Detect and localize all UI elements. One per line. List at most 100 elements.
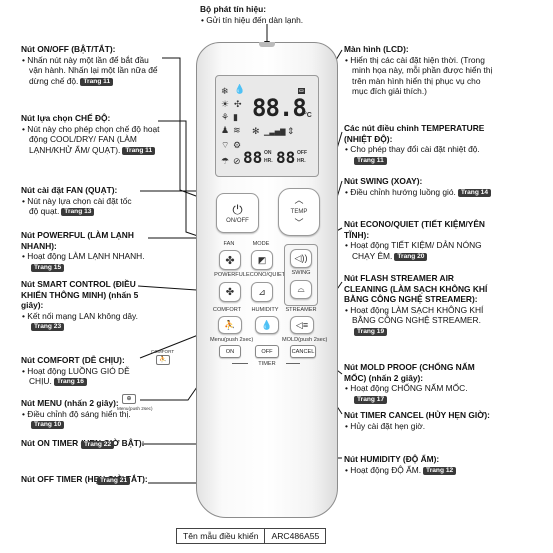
econo-label: ECONO/QUIET — [246, 272, 286, 278]
temp-title: Các nút điều chỉnh TEMPERATURE (NHIỆT ĐỘ… — [344, 123, 485, 144]
menu-label: Menu(push 2sec) — [210, 337, 254, 343]
snowflake-icon: ❄ — [221, 86, 229, 96]
ontimer-page-badge: Trang 22 — [81, 440, 115, 449]
fan-label: FAN — [223, 241, 235, 247]
lcd-battery-icon: ▭ — [298, 88, 305, 94]
model-value: ARC486A55 — [264, 528, 327, 544]
econo-quiet-button[interactable]: ⊿ — [251, 282, 273, 302]
callout-menu: Nút MENU (nhấn 2 giây): Điều chỉnh độ sá… — [21, 398, 141, 430]
callout-timer-cancel: Nút TIMER CANCEL (HỦY HẸN GIỜ): Hủy cài … — [344, 410, 494, 431]
sun-icon: ☀ — [221, 99, 230, 109]
streamer-title: Nút FLASH STREAMER AIR CLEANING (LÀM SẠC… — [344, 273, 488, 305]
powerful-page-badge: Trang 15 — [31, 263, 65, 272]
menu-small-label: Menu(push 2sec) — [117, 406, 153, 411]
powerful-label: POWERFUL — [214, 272, 246, 278]
humidity-button[interactable]: 💧 — [255, 316, 279, 334]
temp-button[interactable]: ︿ TEMP ﹀ — [278, 188, 320, 236]
streamer-page-badge: Trang 19 — [354, 327, 388, 336]
fan-desc: Nút này lựa chọn cài đặt tốc độ quạt.Tra… — [21, 196, 141, 217]
transmitter-title: Bộ phát tín hiệu: — [200, 4, 267, 14]
timercancel-title: Nút TIMER CANCEL (HỦY HẸN GIỜ): — [344, 410, 490, 420]
swing-desc: Điều chỉnh hướng luồng gió.Trang 14 — [344, 187, 494, 198]
signal-icon: ▮ — [233, 112, 238, 122]
menu-title: Nút MENU (nhấn 2 giây): — [21, 398, 119, 408]
humidity-icon: ☂ — [221, 156, 230, 166]
powerful-button[interactable]: ✤ — [219, 282, 241, 302]
temp-desc: Cho phép thay đổi cài đặt nhiệt độ.Trang… — [344, 144, 494, 165]
callout-transmitter: Bộ phát tín hiệu: Gửi tín hiệu đến dàn l… — [200, 4, 350, 25]
callout-fan: Nút cài đặt FAN (QUẠT): Nút này lựa chọn… — [21, 185, 141, 217]
off-timer-button[interactable]: OFF — [255, 345, 279, 358]
lcd-title: Màn hình (LCD): — [344, 44, 409, 54]
mold-desc: Hoạt động CHỐNG NẤM MỐC.Trang 17 — [344, 383, 494, 404]
lcd-hr: HR. — [264, 158, 273, 164]
comfort-small-icon: ⛹ — [156, 355, 170, 365]
fan-button[interactable]: ✤ — [219, 250, 241, 270]
humidity-page-badge: Trang 12 — [423, 466, 457, 475]
on-timer-button[interactable]: ON — [219, 345, 241, 358]
swing-horizontal-button[interactable]: ⌓ — [290, 280, 312, 299]
lcd-desc: Hiển thị các cài đặt hiện thời. (Trong m… — [344, 55, 494, 97]
mode-desc: Nút này cho phép chọn chế độ hoạt động C… — [21, 124, 161, 156]
lcd-off: OFF — [297, 150, 307, 156]
model-label: Tên mẫu điều khiển — [175, 528, 266, 544]
mode-button[interactable]: ◩ — [251, 250, 273, 270]
onoff-title: Nút ON/OFF (BẬT/TẮT): — [21, 44, 116, 54]
temp-label: TEMP — [290, 209, 308, 215]
fan-icon: ✤ — [225, 254, 235, 267]
mode-title: Nút lựa chọn CHẾ ĐỘ: — [21, 113, 111, 123]
smart-desc: Kết nối mạng LAN không dây.Trang 23 — [21, 311, 145, 332]
offtimer-title: Nút OFF TIMER (HẸN GIỜ TẮT): — [21, 474, 148, 484]
model-table: Tên mẫu điều khiển ARC486A55 — [175, 528, 327, 544]
powerful-desc: Hoạt động LÀM LẠNH NHANH.Trang 15 — [21, 251, 149, 272]
lcd-temperature: 88.8 — [252, 94, 307, 122]
swing-vertical-button[interactable]: ◁)) — [290, 249, 312, 268]
dry-mode-icon: 💧 — [234, 84, 246, 94]
timer-bracket-left — [232, 363, 248, 364]
leaf-icon: ⚘ — [221, 112, 230, 122]
callout-smart-control: Nút SMART CONTROL (ĐIỀU KHIỂN THÔNG MINH… — [21, 279, 145, 332]
streamer-label: STREAMER — [285, 307, 317, 313]
humidity-drop-icon: 💧 — [261, 319, 273, 330]
lcd-off-timer: 88 — [276, 148, 296, 167]
humidity-title: Nút HUMIDITY (ĐỘ ẨM): — [344, 454, 440, 464]
callout-lcd: Màn hình (LCD): Hiển thị các cài đặt hiệ… — [344, 44, 494, 97]
fan-title: Nút cài đặt FAN (QUẠT): — [21, 185, 118, 195]
swing-label: SWING — [291, 270, 311, 276]
timer-label: TIMER — [258, 361, 276, 367]
timer-cancel-button[interactable]: CANCEL — [290, 345, 316, 358]
callout-humidity: Nút HUMIDITY (ĐỘ ẨM): Hoạt động ĐỘ ẨM.Tr… — [344, 454, 494, 475]
fan-level-icon: ▁▃▅▇ — [264, 129, 286, 136]
comfort-small-label: COMFORT — [151, 349, 175, 354]
smart-page-badge: Trang 23 — [31, 323, 65, 332]
callout-swing: Nút SWING (XOAY): Điều chỉnh hướng luồng… — [344, 176, 494, 197]
smart-title: Nút SMART CONTROL (ĐIỀU KHIỂN THÔNG MINH… — [21, 279, 139, 311]
temp-down-icon: ﹀ — [294, 218, 304, 228]
menu-page-badge: Trang 10 — [31, 421, 65, 430]
callout-mode: Nút lựa chọn CHẾ ĐỘ: Nút này cho phép ch… — [21, 113, 161, 155]
temp-up-icon: ︿ — [294, 195, 304, 205]
lcd-hr-2: HR. — [297, 158, 306, 164]
comfort-button[interactable]: ⛹ — [218, 316, 242, 334]
onoff-page-badge: Trang 11 — [80, 77, 114, 86]
econo-page-badge: Trang 20 — [394, 252, 428, 261]
onoff-button[interactable]: ⏻ ON/OFF — [216, 193, 259, 233]
streamer-icon: ◁≡ — [295, 319, 309, 330]
callout-comfort: Nút COMFORT (DỄ CHỊU): Hoạt động LUỒNG G… — [21, 355, 141, 387]
timer-bracket-right — [286, 363, 300, 364]
powerful-icon: ✤ — [225, 286, 235, 298]
menu-small-icon: ⊕ — [122, 394, 136, 404]
comfort-label: COMFORT — [212, 307, 242, 313]
comfort-title: Nút COMFORT (DỄ CHỊU): — [21, 355, 125, 365]
swing-horizontal-icon: ⌓ — [297, 284, 305, 294]
comfort-desc: Hoạt động LUỒNG GIÓ DỄ CHỊU.Trang 16 — [21, 366, 141, 387]
streamer-button[interactable]: ◁≡ — [290, 316, 314, 334]
lcd-on-timer: 88 — [243, 148, 263, 167]
transmitter-desc: Gửi tín hiệu đến dàn lạnh. — [200, 15, 350, 26]
mold-page-badge: Trang 17 — [354, 395, 388, 404]
lcd-on: ON — [264, 150, 272, 156]
callout-on-timer: Nút ON TIMER (HẸN GIỜ BẬT): Trang 22 — [21, 438, 145, 459]
person-icon: ♟ — [221, 125, 230, 135]
callout-streamer: Nút FLASH STREAMER AIR CLEANING (LÀM SẠC… — [344, 273, 494, 337]
mode-page-badge: Trang 11 — [122, 146, 156, 155]
